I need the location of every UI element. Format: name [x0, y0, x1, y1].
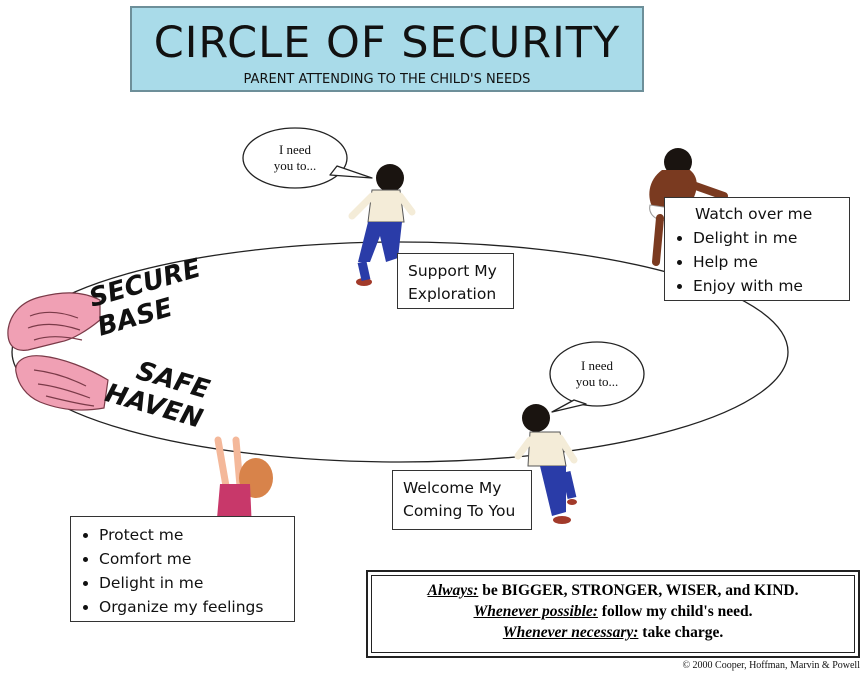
bubble-top-line2: you to... [273, 158, 317, 173]
bottom-need-item: Delight in me [99, 571, 294, 595]
bubble-bottom-line1: I need [580, 358, 614, 373]
top-needs-box: Watch over me Delight in me Help me Enjo… [664, 197, 850, 301]
top-need-item: Enjoy with me [693, 274, 849, 298]
support-exploration-box: Support My Exploration [397, 253, 514, 309]
top-need-item: Delight in me [693, 226, 849, 250]
rule-possible-text: follow my child's need. [597, 603, 753, 620]
upper-hand-icon [7, 292, 101, 351]
rule-always: Always: be BIGGER, STRONGER, WISER, and … [372, 580, 854, 601]
bubble-bottom-line2: you to... [575, 374, 619, 389]
support-line2: Exploration [408, 285, 497, 303]
page-subtitle: PARENT ATTENDING TO THE CHILD'S NEEDS [243, 72, 531, 87]
child-exploring-icon [348, 164, 416, 286]
circle-path [11, 241, 789, 463]
rule-necessary-text: take charge. [638, 624, 724, 641]
rule-necessary: Whenever necessary: take charge. [372, 622, 854, 643]
parenting-rules-box: Always: be BIGGER, STRONGER, WISER, and … [366, 570, 860, 658]
bottom-need-item: Comfort me [99, 547, 294, 571]
top-need-item: Watch over me [695, 205, 813, 223]
copyright-notice: © 2000 Cooper, Hoffman, Marvin & Powell [682, 660, 860, 671]
bubble-bottom-text: I need you to... [552, 358, 642, 390]
bubble-top-line1: I need [278, 142, 312, 157]
child-returning-icon [514, 404, 578, 524]
welcome-line1: Welcome My [403, 479, 502, 497]
bubble-top-text: I need you to... [250, 142, 340, 174]
parenting-rules-inner: Always: be BIGGER, STRONGER, WISER, and … [371, 575, 855, 653]
bottom-need-item: Protect me [99, 523, 294, 547]
page-title: CIRCLE OF SECURITY [153, 18, 621, 68]
rule-possible-lead: Whenever possible: [473, 603, 598, 620]
rule-possible: Whenever possible: follow my child's nee… [372, 601, 854, 622]
speech-bubble-top [242, 127, 373, 189]
rule-always-text: be BIGGER, STRONGER, WISER, and KIND. [478, 582, 799, 599]
welcome-coming-box: Welcome My Coming To You [392, 470, 532, 530]
support-line1: Support My [408, 262, 497, 280]
rule-always-lead: Always: [427, 582, 479, 599]
bottom-needs-box: Protect me Comfort me Delight in me Orga… [70, 516, 295, 622]
top-need-item: Help me [693, 250, 849, 274]
lower-hand-icon [15, 355, 109, 411]
rule-necessary-lead: Whenever necessary: [502, 624, 639, 641]
bottom-need-item: Organize my feelings [99, 595, 294, 619]
welcome-line2: Coming To You [403, 502, 516, 520]
speech-bubble-bottom [549, 341, 645, 413]
title-banner: CIRCLE OF SECURITY PARENT ATTENDING TO T… [130, 6, 644, 92]
